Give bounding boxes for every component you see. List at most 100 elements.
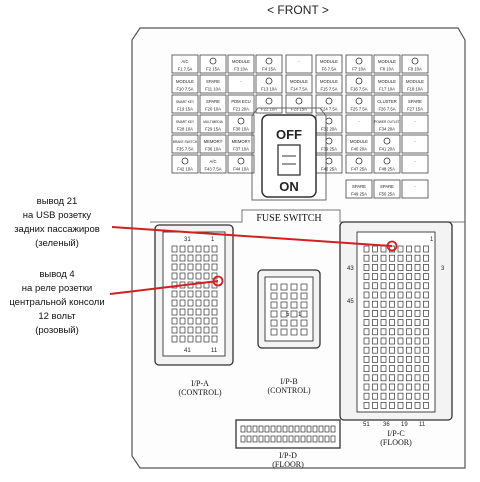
connector-pin [423,337,429,345]
pin21-line2: на USB розетку [23,210,92,221]
connector-pin [372,346,378,354]
switch-lever [277,144,301,176]
connector-pin [270,328,278,336]
fuse-cell: F16 7.5A [345,74,373,94]
fuse-cell: F22 10A [255,94,283,114]
fuse-label: MEMORY [204,139,223,144]
ipd-pin-grid [240,425,336,443]
connector-pin [414,346,421,354]
heater-icon [265,77,273,85]
fuse-label: A/C [182,59,189,64]
connector-ipa[interactable]: 31 1 41 11 [154,224,234,366]
ipc-pin-43: 43 [347,266,354,272]
connector-pin [363,328,370,336]
connector-pin [414,245,421,253]
connector-pin [264,425,270,433]
connector-pin [187,254,194,262]
connector-pin [211,317,218,325]
connector-pin [389,300,395,308]
connector-pin [171,335,178,343]
connector-pin [179,272,186,280]
connector-pin [380,328,387,336]
fuse-cell: F30 10A [227,114,255,134]
connector-pin [397,337,404,345]
connector-ipb[interactable]: 5 1 [257,269,321,349]
connector-pin [406,282,412,290]
fuse-label: A/C [210,159,217,164]
connector-pin [179,308,186,316]
connector-ipd[interactable] [235,419,341,449]
connector-pin [389,402,395,409]
connector-pin [290,319,298,327]
connector-pin [363,402,370,409]
connector-pin [423,310,429,317]
ipc-pin-1: 1 [430,237,434,243]
pin21-pointer-line [111,226,393,247]
connector-pin [324,435,330,443]
fuse-rating: F37 10A [233,147,249,152]
connector-pin [187,335,194,343]
fuse-cell: - [401,179,429,199]
connector-pin [324,425,330,433]
connector-pin [363,383,370,391]
connector-pin [423,402,429,409]
annotation-pin4: вывод 4 на реле розетки центральной конс… [9,269,104,336]
connector-pin [363,356,370,363]
fuse-label: CLUSTER [377,99,397,104]
fuse-cell-frame [171,54,199,74]
fuse-cell: - [227,74,255,94]
connector-pin [203,272,210,280]
fuse-cell: F9 10A [401,54,429,74]
ipc-pin-11: 11 [419,422,426,428]
fuse-label: SMART KEY [176,120,195,124]
fuse-cell: F25 7.5A [345,94,373,114]
fuse-rating: F18 10A [407,87,423,92]
connector-pin [187,272,194,280]
connector-pin [171,299,178,307]
fuse-cell-frame [401,134,429,154]
connector-pin [380,264,387,271]
fuse-cell-frame [199,154,227,174]
connector-pin [414,337,421,345]
connector-pin [280,301,288,309]
connector-pin [406,374,412,382]
connector-pin [372,383,378,391]
connector-pin [270,435,276,443]
connector-pin [380,365,387,372]
fuse-cell-frame [199,74,227,94]
connector-pin [363,365,370,372]
fuse-rating: F3 10A [234,67,248,72]
airbag-icon [355,77,363,85]
connector-pin [211,335,218,343]
fuse-cell: F13 10A [255,74,283,94]
connector-pin [423,319,429,326]
pin4-line4: 12 вольт [38,311,76,322]
fuse-cell-frame [401,74,429,94]
connector-ipc[interactable]: 1 43 3 45 51 36 19 11 [339,221,453,428]
connector-pin [389,365,395,372]
fuse-cell-frame [171,134,199,154]
connector-pin [270,425,276,433]
fuse-label: - [240,79,242,84]
connector-pin [211,254,218,262]
connector-pin [318,435,324,443]
connector-pin [397,356,404,363]
connector-pin [406,356,412,363]
fuse-switch[interactable]: OFF ON [261,114,317,198]
connector-pin [363,300,370,308]
fuse-rating: F2 15A [206,67,220,72]
connector-pin [414,365,421,372]
connector-pin [423,356,429,363]
connector-pin [397,264,404,271]
connector-pin [195,281,202,289]
fuse-cell-frame [315,54,343,74]
pin21-line3: задних пассажиров [14,224,100,235]
fuse-rating: F30 10A [233,127,249,132]
